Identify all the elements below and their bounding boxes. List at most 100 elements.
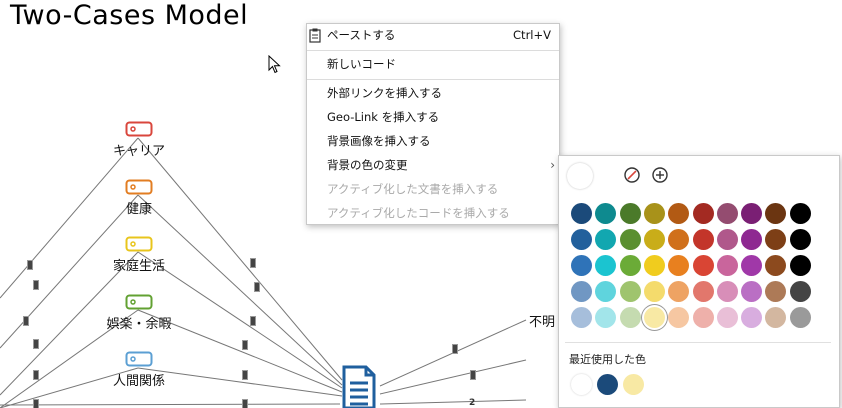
white-color-button[interactable] [567, 163, 593, 189]
color-swatch[interactable] [692, 229, 714, 250]
color-swatch[interactable] [741, 203, 763, 224]
color-swatch[interactable] [716, 229, 738, 250]
color-swatch[interactable] [668, 255, 690, 276]
menu-item-new-code[interactable]: 新しいコード [307, 53, 559, 75]
color-swatch[interactable] [595, 307, 617, 328]
color-swatch[interactable] [668, 229, 690, 250]
menu-separator [307, 79, 559, 80]
color-swatch[interactable] [765, 203, 787, 224]
color-swatch[interactable] [765, 255, 787, 276]
color-swatch[interactable] [619, 255, 641, 276]
code-node-leisure[interactable]: 娯楽・余暇 [99, 294, 179, 332]
color-swatch[interactable] [789, 203, 811, 224]
color-swatch[interactable] [619, 307, 641, 328]
link-count-marker[interactable] [23, 316, 29, 326]
color-swatch[interactable] [741, 307, 763, 328]
color-swatch[interactable] [571, 307, 592, 328]
color-swatch[interactable] [692, 203, 714, 224]
color-swatch[interactable] [571, 281, 592, 302]
code-label: 人間関係 [112, 374, 165, 389]
color-swatch[interactable] [741, 281, 763, 302]
color-swatch[interactable] [789, 255, 811, 276]
color-swatch[interactable] [619, 229, 641, 250]
menu-item-label: アクティブ化した文書を挿入する [327, 182, 499, 196]
color-swatch[interactable] [741, 255, 763, 276]
code-tag-icon [125, 351, 153, 367]
menu-item-label: ペーストする [327, 28, 396, 42]
add-color-icon[interactable] [651, 166, 669, 184]
code-label-unknown[interactable]: 不明 [529, 315, 556, 330]
link-count-marker[interactable] [242, 370, 248, 380]
recent-color-swatch[interactable] [597, 374, 618, 395]
link-count-marker[interactable] [33, 399, 39, 408]
color-swatch[interactable] [619, 203, 641, 224]
menu-item-paste[interactable]: ペーストする Ctrl+V [307, 24, 559, 46]
menu-item-label: Geo-Link を挿入する [327, 110, 440, 124]
recent-color-swatch[interactable] [571, 374, 592, 395]
color-swatch[interactable] [643, 307, 665, 328]
color-swatch[interactable] [716, 255, 738, 276]
link-count-marker[interactable] [33, 280, 39, 290]
color-swatch[interactable] [619, 281, 641, 302]
link-count-marker[interactable] [242, 399, 248, 408]
menu-item-label: 背景の色の変更 [327, 158, 408, 172]
link-count-number: 2 [469, 398, 476, 408]
color-swatch[interactable] [595, 255, 617, 276]
mouse-cursor-icon [268, 55, 281, 74]
link-count-marker[interactable] [250, 258, 256, 268]
color-swatch[interactable] [789, 281, 811, 302]
document-icon[interactable] [340, 365, 378, 408]
color-swatch[interactable] [789, 307, 811, 328]
code-node-relationships[interactable]: 人間関係 [99, 351, 179, 389]
link-count-marker[interactable] [254, 282, 260, 292]
color-swatch[interactable] [643, 255, 665, 276]
menu-item-insert-active-document[interactable]: アクティブ化した文書を挿入する [307, 178, 559, 200]
menu-item-insert-background-image[interactable]: 背景画像を挿入する [307, 130, 559, 152]
link-count-marker[interactable] [452, 344, 458, 354]
color-swatch[interactable] [571, 203, 592, 224]
color-swatch[interactable] [765, 229, 787, 250]
menu-item-insert-external-link[interactable]: 外部リンクを挿入する [307, 82, 559, 104]
color-swatch[interactable] [692, 307, 714, 328]
code-tag-icon [125, 121, 153, 137]
color-swatch[interactable] [571, 255, 592, 276]
menu-item-insert-geo-link[interactable]: Geo-Link を挿入する [307, 106, 559, 128]
menu-item-shortcut: Ctrl+V [513, 28, 551, 42]
code-node-family-life[interactable]: 家庭生活 [99, 236, 179, 274]
color-swatch[interactable] [765, 307, 787, 328]
color-swatch[interactable] [716, 203, 738, 224]
color-swatch[interactable] [595, 203, 617, 224]
color-swatch[interactable] [668, 203, 690, 224]
link-count-marker[interactable] [470, 370, 476, 380]
code-node-career[interactable]: キャリア [99, 121, 179, 159]
color-swatch[interactable] [716, 281, 738, 302]
color-swatch[interactable] [692, 255, 714, 276]
menu-item-insert-active-code[interactable]: アクティブ化したコードを挿入する [307, 202, 559, 224]
link-count-marker[interactable] [33, 339, 39, 349]
clipboard-icon [309, 28, 321, 43]
background-color-panel: 最近使用した色 [558, 155, 840, 408]
color-swatch[interactable] [668, 307, 690, 328]
color-swatch[interactable] [716, 307, 738, 328]
color-swatch[interactable] [692, 281, 714, 302]
link-count-marker[interactable] [242, 340, 248, 350]
color-swatch[interactable] [668, 281, 690, 302]
code-label: 家庭生活 [112, 259, 165, 274]
color-swatch[interactable] [741, 229, 763, 250]
link-count-marker[interactable] [250, 316, 256, 326]
color-swatch[interactable] [595, 229, 617, 250]
color-swatch[interactable] [765, 281, 787, 302]
color-swatch[interactable] [643, 203, 665, 224]
color-swatch[interactable] [643, 281, 665, 302]
color-swatch[interactable] [595, 281, 617, 302]
color-swatch[interactable] [643, 229, 665, 250]
recent-color-swatch[interactable] [623, 374, 644, 395]
no-color-icon[interactable] [623, 166, 641, 184]
code-node-health[interactable]: 健康 [99, 179, 179, 217]
color-swatch[interactable] [789, 229, 811, 250]
color-swatch[interactable] [571, 229, 592, 250]
link-count-marker[interactable] [27, 260, 33, 270]
link-count-marker[interactable] [33, 370, 39, 380]
menu-item-change-background-color[interactable]: 背景の色の変更 › [307, 154, 559, 176]
